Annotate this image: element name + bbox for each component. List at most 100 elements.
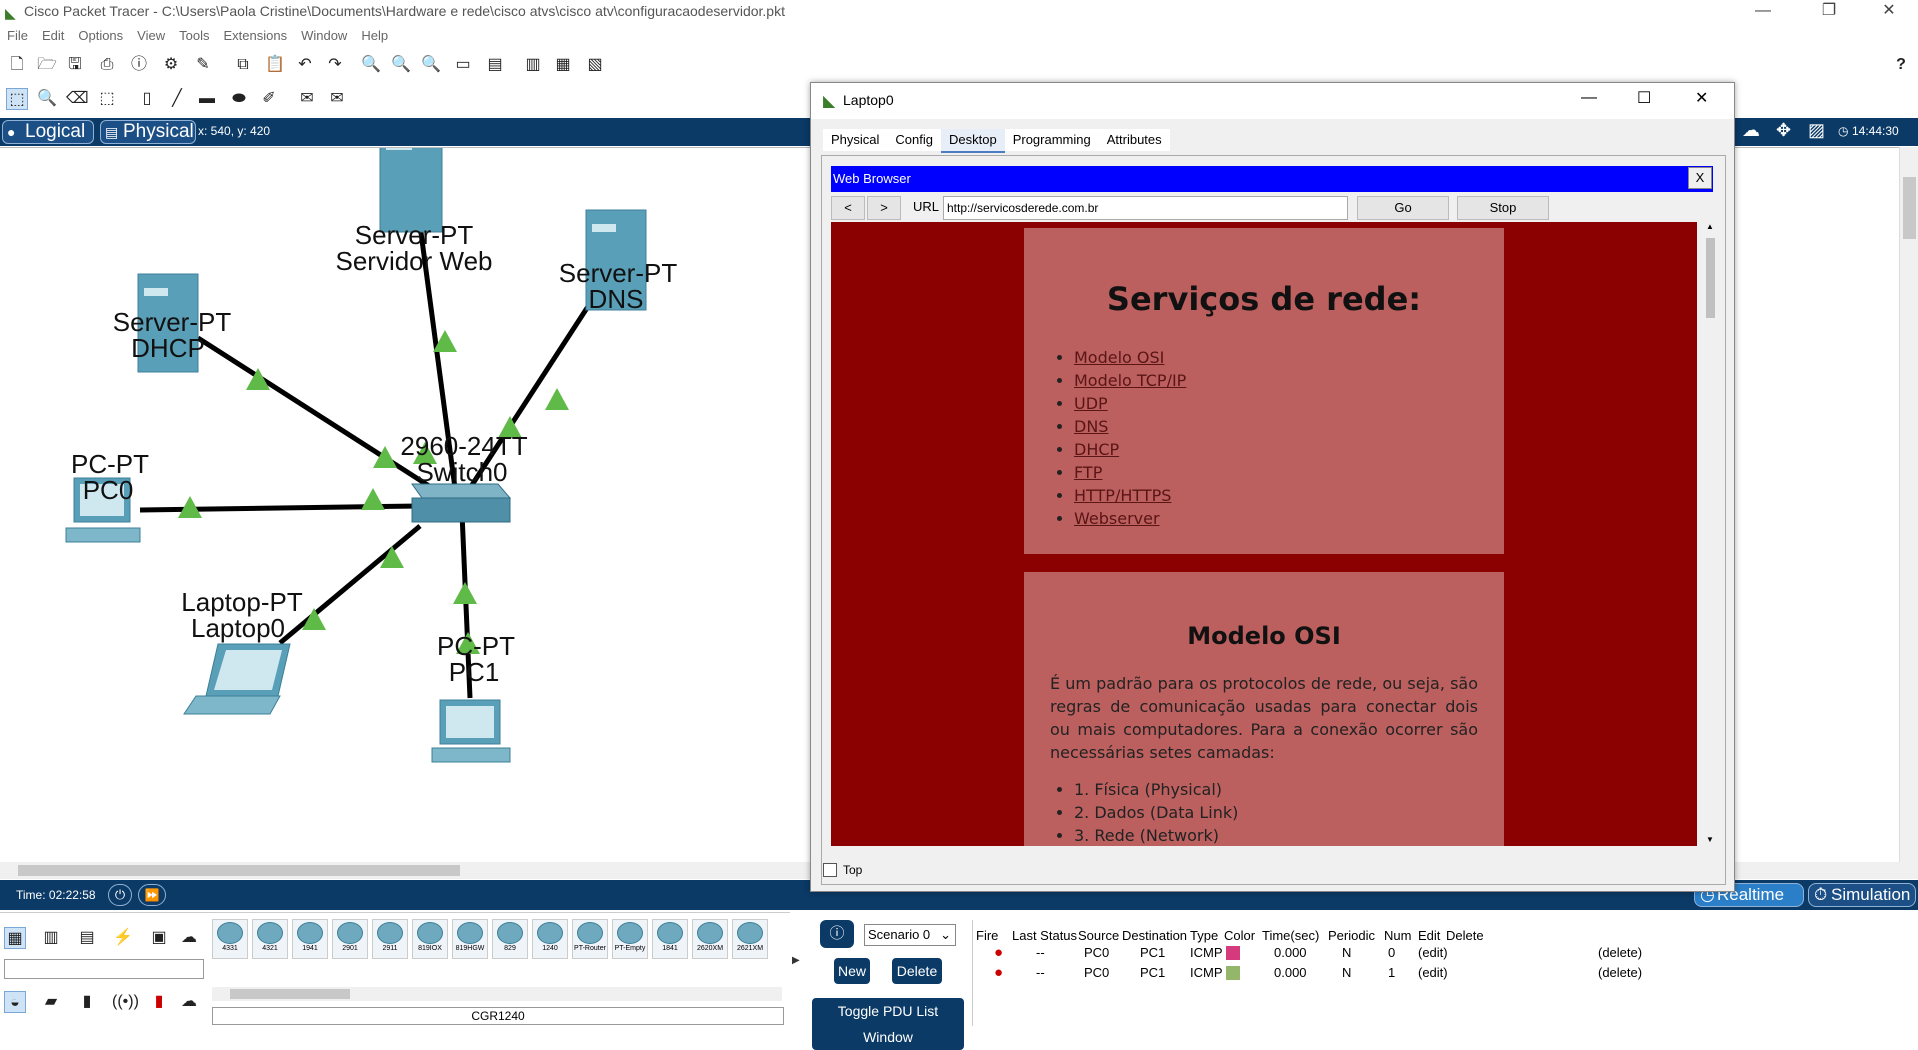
complex-pdu-icon[interactable]: ✉ xyxy=(330,90,344,107)
pdu-edit-link[interactable]: (edit) xyxy=(1418,945,1448,960)
pdu-delete-link[interactable]: (delete) xyxy=(1598,965,1643,980)
logical-mode-button[interactable]: ●Logical xyxy=(2,120,94,144)
model-item[interactable]: 1941 xyxy=(292,919,328,959)
fire-pdu-icon[interactable]: ● xyxy=(994,964,1004,981)
realtime-button[interactable]: ◷Realtime xyxy=(1694,883,1804,907)
restore-icon[interactable]: ❐ xyxy=(1821,2,1837,19)
line-tool-icon[interactable]: ╱ xyxy=(172,90,182,107)
print-icon[interactable]: ⎙ xyxy=(100,56,114,73)
physical-mode-button[interactable]: ▤Physical xyxy=(100,120,196,144)
network-devices-icon[interactable]: ▦ xyxy=(4,927,26,949)
model-item[interactable]: 2620XM xyxy=(692,919,728,959)
device-search-field[interactable] xyxy=(4,959,204,979)
custom-devices-icon[interactable]: ▤ xyxy=(487,56,503,73)
stop-button[interactable]: Stop xyxy=(1457,196,1549,220)
components-icon[interactable]: ▤ xyxy=(79,929,95,946)
model-item[interactable]: 1841 xyxy=(652,919,688,959)
delete-tool-icon[interactable]: ⌫ xyxy=(66,90,89,107)
link-ftp[interactable]: FTP xyxy=(1074,463,1103,482)
link-dhcp[interactable]: DHCP xyxy=(1074,440,1120,459)
link-http-https[interactable]: HTTP/HTTPS xyxy=(1074,486,1172,505)
model-item[interactable]: 2911 xyxy=(372,919,408,959)
simple-pdu-icon[interactable]: ✉ xyxy=(300,90,314,107)
connections-icon[interactable]: ⚡ xyxy=(113,929,133,946)
paste-icon[interactable]: 📋 xyxy=(265,56,285,73)
minimize-icon[interactable]: — xyxy=(1581,89,1597,106)
minimize-icon[interactable]: — xyxy=(1755,2,1771,19)
link-modelo-tcpip[interactable]: Modelo TCP/IP xyxy=(1074,371,1187,390)
close-icon[interactable]: ✕ xyxy=(1882,2,1896,19)
redo-icon[interactable]: ↷ xyxy=(328,56,342,73)
wan-emulation-icon[interactable]: ☁ xyxy=(181,993,197,1010)
copy-icon[interactable]: ⧉ xyxy=(237,56,249,73)
menu-view[interactable]: View xyxy=(137,28,166,43)
canvas-vertical-scrollbar[interactable] xyxy=(1899,147,1918,862)
zoom-in-icon[interactable]: 🔍 xyxy=(361,56,381,73)
activity-wizard-icon[interactable]: ✎ xyxy=(196,56,210,73)
multiuser-icon[interactable]: ☁ xyxy=(181,929,197,946)
delete-scenario-button[interactable]: Delete xyxy=(892,958,942,984)
security-icon[interactable]: ▮ xyxy=(154,993,164,1010)
panel-expand-icon[interactable]: ▶ xyxy=(792,955,800,966)
web-page-scrollbar[interactable]: ▲ ▼ xyxy=(1702,222,1718,846)
tab-config[interactable]: Config xyxy=(887,129,941,151)
simulation-button[interactable]: ⏱Simulation xyxy=(1808,883,1916,907)
new-scenario-button[interactable]: New xyxy=(834,958,870,984)
link-webserver[interactable]: Webserver xyxy=(1074,509,1160,528)
menu-window[interactable]: Window xyxy=(301,28,348,43)
switches-icon[interactable]: ▰ xyxy=(44,993,58,1010)
web-page[interactable]: Serviços de rede: Modelo OSI Modelo TCP/… xyxy=(831,222,1697,846)
info-icon[interactable]: ⓘ xyxy=(820,920,854,948)
scroll-thumb[interactable] xyxy=(1903,177,1916,239)
ellipse-tool-icon[interactable]: ⬬ xyxy=(232,90,246,107)
power-cycle-icon[interactable]: ⏻ xyxy=(108,884,132,906)
viewport-icon[interactable]: ▥ xyxy=(525,56,541,73)
model-item[interactable]: 1240 xyxy=(532,919,568,959)
scroll-thumb[interactable] xyxy=(1706,238,1715,318)
link-dns[interactable]: DNS xyxy=(1074,417,1109,436)
pc1-icon[interactable] xyxy=(431,699,511,763)
fast-forward-icon[interactable]: ⏩ xyxy=(138,884,166,906)
model-item[interactable]: 2621XM xyxy=(732,919,768,959)
forward-button[interactable]: > xyxy=(867,196,901,220)
menu-extensions[interactable]: Extensions xyxy=(223,28,288,43)
new-file-icon[interactable]: 🗋 xyxy=(10,56,24,73)
help-icon[interactable]: ? xyxy=(1896,56,1906,73)
url-input[interactable]: http://servicosderede.com.br xyxy=(943,196,1348,220)
navigation-icon[interactable]: ✥ xyxy=(1776,120,1792,140)
miscellaneous-icon[interactable]: ▣ xyxy=(151,929,167,946)
rectangle-tool-icon[interactable]: ▬ xyxy=(199,90,215,107)
model-list-scrollbar[interactable] xyxy=(212,987,782,1001)
model-item[interactable]: 4331 xyxy=(212,919,248,959)
routers-icon[interactable]: ◒ xyxy=(4,991,26,1013)
save-icon[interactable]: 🖫 xyxy=(68,56,82,73)
web-browser-close-button[interactable]: X xyxy=(1688,167,1712,189)
server-dns-icon[interactable] xyxy=(585,209,647,311)
drawing-palette-icon[interactable]: ▭ xyxy=(455,56,471,73)
server-webserver-icon[interactable] xyxy=(379,133,443,233)
scroll-thumb[interactable] xyxy=(230,989,350,999)
menu-tools[interactable]: Tools xyxy=(179,28,210,43)
freeform-tool-icon[interactable]: ✐ xyxy=(262,90,276,107)
wireless-devices-icon[interactable]: ((•)) xyxy=(112,993,139,1010)
model-item[interactable]: 4321 xyxy=(252,919,288,959)
laptop0-icon[interactable] xyxy=(183,643,291,715)
zoom-reset-icon[interactable]: 🔍 xyxy=(391,56,411,73)
scenario-select[interactable]: Scenario 0⌄ xyxy=(864,924,956,946)
select-tool-icon[interactable]: ⬚ xyxy=(6,88,28,110)
undo-icon[interactable]: ↶ xyxy=(298,56,312,73)
menu-help[interactable]: Help xyxy=(361,28,389,43)
cluster-icon[interactable]: ▦ xyxy=(555,56,571,73)
switch0-icon[interactable] xyxy=(411,483,512,523)
note-tool-icon[interactable]: ▯ xyxy=(142,90,152,107)
inspect-tool-icon[interactable]: 🔍 xyxy=(37,90,57,107)
link-modelo-osi[interactable]: Modelo OSI xyxy=(1074,348,1165,367)
network-wizard-icon[interactable]: ⚙ xyxy=(163,56,179,73)
zoom-out-icon[interactable]: 🔍 xyxy=(421,56,441,73)
resize-tool-icon[interactable]: ⬚ xyxy=(99,90,115,107)
link-udp[interactable]: UDP xyxy=(1074,394,1108,413)
menu-options[interactable]: Options xyxy=(78,28,124,43)
toggle-pdu-list-button[interactable]: Toggle PDU List Window xyxy=(812,998,964,1050)
go-button[interactable]: Go xyxy=(1357,196,1449,220)
close-icon[interactable]: ✕ xyxy=(1695,90,1709,107)
